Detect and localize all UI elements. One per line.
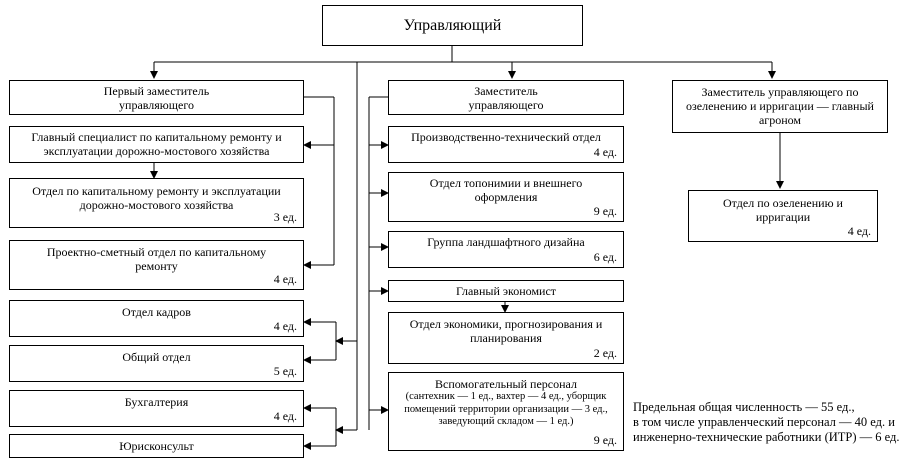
box-legal: Юрисконсульт bbox=[9, 434, 304, 458]
box-landscape-design: Группа ландшафтного дизайна 6 ед. bbox=[388, 231, 624, 268]
headcount-note-line-2: в том числе управленческий персонал — 40… bbox=[633, 415, 895, 429]
box-design-estimate: Проектно-сметный отдел по капитальному р… bbox=[9, 240, 304, 290]
box-manager-title: Управляющий bbox=[403, 17, 502, 34]
box-support-staff-title: Вспомогательный персонал bbox=[435, 377, 577, 391]
box-dept-capital-repair: Отдел по капитальному ремонту и эксплуат… bbox=[9, 178, 304, 228]
box-first-deputy: Первый заместитель управляющего bbox=[9, 80, 304, 115]
box-dept-capital-repair-count: 3 ед. bbox=[273, 210, 297, 224]
box-chief-economist: Главный экономист bbox=[388, 280, 624, 302]
box-economics-dept: Отдел экономики, прогнозирования и плани… bbox=[388, 312, 624, 364]
box-economics-dept-title: Отдел экономики, прогнозирования и плани… bbox=[409, 317, 603, 345]
box-production-technical-title: Производственно-технический отдел bbox=[411, 130, 601, 144]
box-production-technical-count: 4 ед. bbox=[593, 145, 617, 159]
box-accounting: Бухгалтерия 4 ед. bbox=[9, 390, 304, 427]
box-dept-capital-repair-title: Отдел по капитальному ремонту и эксплуат… bbox=[32, 184, 281, 212]
box-production-technical: Производственно-технический отдел 4 ед. bbox=[388, 126, 624, 163]
box-landscape-design-title: Группа ландшафтного дизайна bbox=[427, 235, 585, 249]
box-greening-dept-count: 4 ед. bbox=[847, 224, 871, 238]
box-accounting-title: Бухгалтерия bbox=[124, 395, 189, 409]
box-chief-economist-title: Главный экономист bbox=[455, 284, 557, 298]
headcount-note-line-1: Предельная общая численность — 55 ед., bbox=[633, 400, 855, 414]
box-design-estimate-title: Проектно-сметный отдел по капитальному р… bbox=[46, 245, 267, 273]
box-greening-dept-title: Отдел по озеленению и ирригации bbox=[723, 196, 843, 224]
box-greening-dept: Отдел по озеленению и ирригации 4 ед. bbox=[688, 190, 878, 242]
headcount-note-line-3: инженерно-технические работники (ИТР) — … bbox=[633, 430, 900, 444]
box-general-dept-count: 5 ед. bbox=[273, 364, 297, 378]
box-hr: Отдел кадров 4 ед. bbox=[9, 300, 304, 337]
box-support-staff-detail: (сантехник — 1 ед., вахтер — 4 ед., убор… bbox=[404, 391, 608, 427]
box-hr-title: Отдел кадров bbox=[122, 305, 191, 319]
box-deputy: Заместитель управляющего bbox=[388, 80, 624, 115]
box-support-staff: Вспомогательный персонал (сантехник — 1 … bbox=[388, 372, 624, 451]
box-design-estimate-count: 4 ед. bbox=[273, 272, 297, 286]
box-economics-dept-count: 2 ед. bbox=[593, 346, 617, 360]
box-toponymy-count: 9 ед. bbox=[593, 204, 617, 218]
box-toponymy: Отдел топонимии и внешнего оформления 9 … bbox=[388, 172, 624, 222]
box-toponymy-title: Отдел топонимии и внешнего оформления bbox=[429, 176, 583, 204]
box-general-dept: Общий отдел 5 ед. bbox=[9, 345, 304, 382]
box-general-dept-title: Общий отдел bbox=[122, 350, 191, 364]
box-chief-specialist: Главный специалист по капитальному ремон… bbox=[9, 126, 304, 163]
box-hr-count: 4 ед. bbox=[273, 319, 297, 333]
box-landscape-design-count: 6 ед. bbox=[593, 250, 617, 264]
box-first-deputy-title: Первый заместитель управляющего bbox=[103, 84, 210, 112]
box-accounting-count: 4 ед. bbox=[273, 409, 297, 423]
box-manager: Управляющий bbox=[322, 5, 583, 46]
headcount-note: Предельная общая численность — 55 ед., в… bbox=[633, 400, 915, 445]
box-legal-title: Юрисконсульт bbox=[119, 439, 194, 453]
box-deputy-greening: Заместитель управляющего по озеленению и… bbox=[672, 80, 888, 133]
box-support-staff-count: 9 ед. bbox=[593, 433, 617, 447]
box-deputy-greening-title: Заместитель управляющего по озеленению и… bbox=[686, 85, 874, 127]
box-chief-specialist-title: Главный специалист по капитальному ремон… bbox=[31, 130, 282, 158]
box-deputy-title: Заместитель управляющего bbox=[468, 84, 544, 112]
